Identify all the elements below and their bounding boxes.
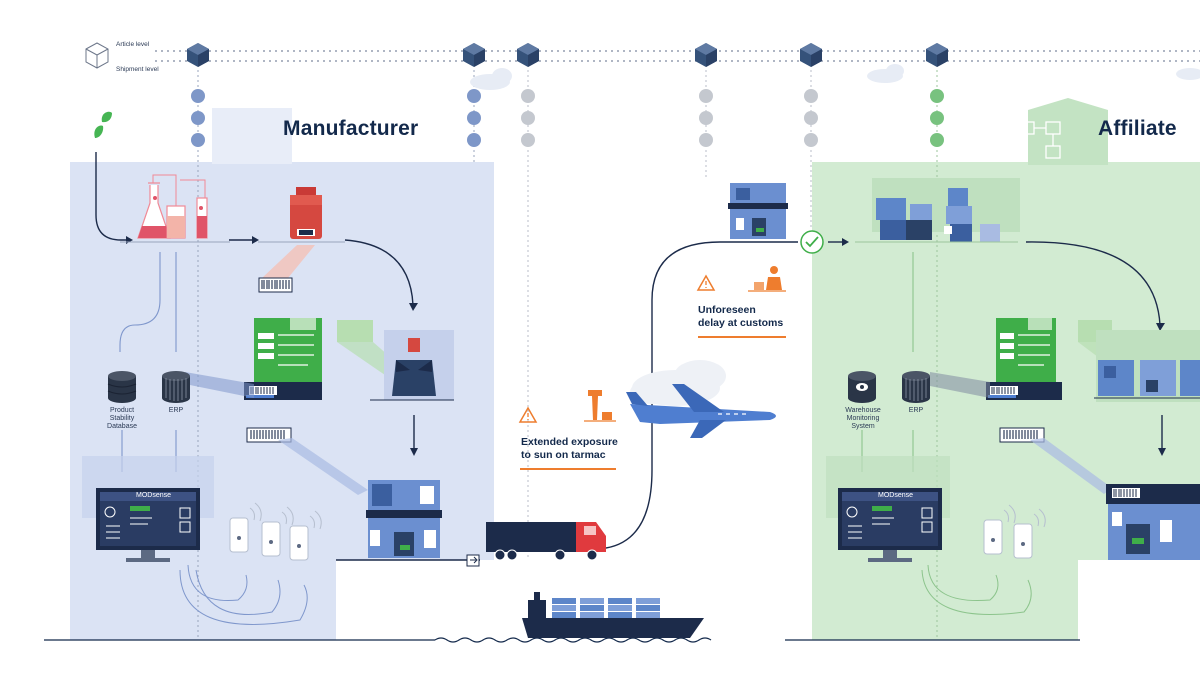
box-icon (728, 183, 788, 239)
database-icon (162, 371, 190, 403)
tracking-cube-icons (187, 43, 948, 67)
person-icon (699, 111, 713, 125)
ship-icon (522, 592, 704, 638)
manufacturer-factory-silhouette (212, 108, 292, 164)
barcode-icon (999, 427, 1045, 443)
arrowheads (1156, 323, 1166, 456)
white-ground-left (336, 560, 494, 640)
database-icon (107, 371, 137, 403)
link-icon (521, 133, 535, 147)
manufacturer-flow (95, 152, 415, 450)
tarmac-warning-underline (520, 468, 616, 470)
legend-cube-icon (85, 42, 109, 69)
person-icon (467, 111, 481, 125)
transport-route (336, 241, 842, 561)
product-stability-database-label: Product Stability Database (107, 407, 137, 430)
location-pin-icon (699, 89, 713, 103)
modsense-label: MODsense (136, 492, 172, 499)
box-icon (876, 188, 1000, 242)
box-icon (366, 480, 442, 558)
warning-icon (518, 406, 538, 423)
location-pin-icon (467, 89, 481, 103)
affiliate-warehouse-silhouette (1028, 98, 1108, 165)
scan-beam (1030, 438, 1112, 494)
monitor-icon (838, 488, 942, 562)
control-tower-icon (584, 390, 616, 422)
water-waves (434, 637, 712, 643)
person-icon (521, 111, 535, 125)
barcode-icon (258, 277, 293, 293)
scan-beam (262, 245, 315, 278)
arrowheads (126, 236, 418, 456)
person-icon (191, 111, 205, 125)
tracking-column-4 (699, 70, 713, 180)
customs-warning-underline (698, 336, 786, 338)
scan-beam (185, 372, 254, 398)
link-icon (191, 133, 205, 147)
checkmark-icon (800, 230, 824, 254)
handover-icon (466, 554, 480, 567)
customs-warning-text: Unforeseen delay at customs (698, 304, 784, 329)
customs-officer-icon (748, 266, 786, 292)
data-loop-arrows (921, 564, 1032, 615)
legend-shipment-level: Shipment level (116, 66, 159, 73)
person-icon (804, 111, 818, 125)
cloud-icon (630, 360, 726, 406)
document-icon (244, 318, 322, 400)
database-icon (902, 371, 930, 403)
legend-article-level: Article level (116, 41, 150, 48)
erp-label: ERP (168, 407, 184, 414)
tracking-column-5 (804, 70, 818, 230)
airplane-icon (626, 384, 776, 438)
person-icon (930, 111, 944, 125)
box-icon (1094, 360, 1200, 399)
tarmac-warning-text: Extended exposure to sun on tarmac (521, 436, 618, 461)
box-icon (1106, 484, 1200, 560)
truck-icon (486, 522, 606, 561)
packing-machine-icon (370, 330, 454, 401)
data-loop-arrows (179, 564, 308, 625)
location-pin-icon (930, 89, 944, 103)
sensor-icon (983, 504, 1046, 559)
link-icon (467, 133, 481, 147)
link-icon (699, 133, 713, 147)
manufacturer-title: Manufacturer (283, 117, 419, 140)
barcode-icon (246, 427, 292, 443)
affiliate-flow (1025, 241, 1163, 450)
leaf-icon (94, 111, 112, 138)
location-pin-icon (191, 89, 205, 103)
flask-icon (137, 174, 208, 239)
arrowheads (842, 238, 849, 246)
tracking-column-3 (521, 70, 535, 560)
scan-beam (930, 372, 990, 398)
link-icon (804, 133, 818, 147)
warehouse-icon (1019, 121, 1061, 159)
affiliate-title: Affiliate (1098, 117, 1177, 140)
cloud-icon (470, 64, 1200, 90)
sensor-icon (229, 502, 322, 561)
warehouse-monitoring-system-label: Warehouse Monitoring System (845, 407, 881, 430)
location-pin-icon (804, 89, 818, 103)
scan-beam (278, 438, 368, 495)
bottle-icon (290, 187, 322, 239)
affiliate-erp-label: ERP (908, 407, 924, 414)
green-label (337, 320, 373, 342)
database-icon (848, 371, 876, 403)
link-icon (930, 133, 944, 147)
affiliate-modsense-label: MODsense (878, 492, 914, 499)
monitor-icon (96, 488, 200, 562)
white-ground-right (1078, 560, 1200, 640)
warning-icon (696, 274, 716, 291)
document-icon (986, 318, 1062, 400)
location-pin-icon (521, 89, 535, 103)
